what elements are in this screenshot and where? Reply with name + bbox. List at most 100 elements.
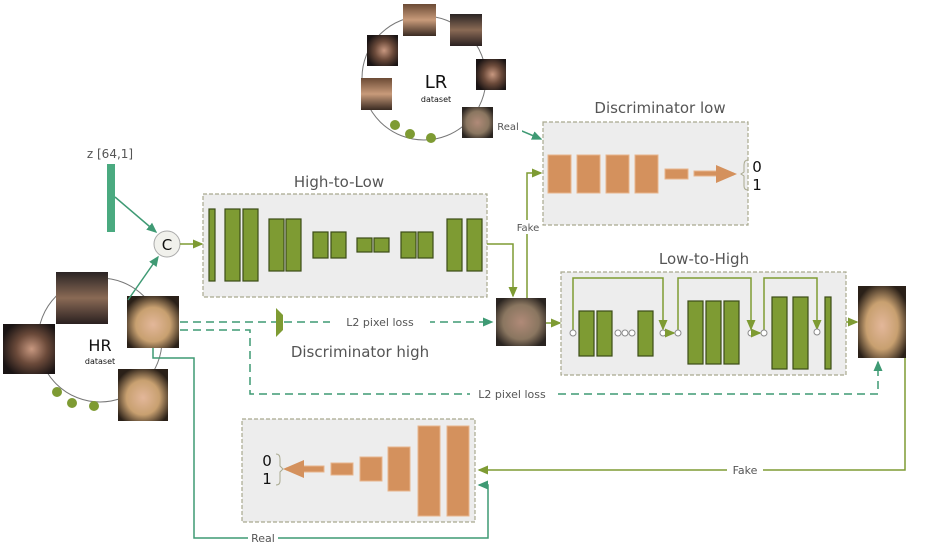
conv-block (446, 218, 463, 272)
fake-low-label: Fake (517, 223, 540, 234)
hr-face-image[interactable] (56, 272, 108, 324)
lr-face-image[interactable] (462, 107, 493, 138)
residual-node (760, 329, 768, 337)
conv-block (417, 231, 434, 259)
hr-face-image[interactable] (127, 296, 179, 348)
ellipsis-node (614, 329, 622, 337)
ellipsis-dot (52, 387, 62, 397)
real-high-link (152, 348, 489, 539)
conv-block (387, 446, 411, 492)
hr-dataset-title: HR (88, 336, 111, 355)
l2-loss-low-label: L2 pixel loss (346, 316, 414, 329)
conv-block (373, 237, 390, 253)
residual-node (569, 329, 577, 337)
hr-face-image[interactable] (3, 324, 55, 374)
high-to-low-title: High-to-Low (294, 173, 384, 191)
skip-connection (763, 277, 822, 333)
discriminator-high-icon[interactable] (276, 308, 283, 337)
conv-block (705, 300, 722, 365)
lr-dataset-title: LR (425, 72, 448, 93)
conv-block (578, 310, 595, 357)
conv-block (723, 300, 740, 365)
discriminator-high-out-0: 0 (262, 452, 272, 470)
conv-block (605, 154, 630, 194)
fake-high-label-bg (727, 463, 763, 477)
conv-block (466, 218, 483, 272)
conv-block (400, 231, 417, 259)
l2-loss-high-label-bg (470, 387, 555, 401)
conv-block (224, 208, 241, 282)
conv-block (634, 154, 659, 194)
sum-node (813, 328, 821, 336)
discriminator-low-title: Discriminator low (594, 99, 725, 117)
l2-loss-high-link (180, 329, 883, 395)
real-low-label-bg (494, 119, 522, 133)
ellipsis-dot (390, 120, 400, 130)
lr-face-image[interactable] (450, 14, 482, 46)
conv-block (792, 296, 809, 370)
fake-high-label: Fake (733, 464, 758, 477)
ellipsis-dot (426, 133, 436, 143)
low-to-high-generator: Low-to-High (560, 250, 847, 376)
fc-block (301, 465, 325, 473)
hr-dataset-subtitle: dataset (85, 357, 115, 366)
output-brace (740, 159, 749, 191)
conv-block (268, 218, 285, 272)
ellipsis-node (628, 329, 636, 337)
conv-block (547, 154, 572, 194)
lr-dataset-subtitle: dataset (421, 95, 451, 104)
noise-to-concat-link (114, 196, 158, 233)
skip-connection (572, 277, 668, 333)
conv-block (576, 154, 601, 194)
real-high-label-bg (248, 531, 278, 545)
fc-block (693, 170, 718, 177)
lr-face-image[interactable] (476, 59, 506, 90)
discriminator-low: Discriminator low 0 1 (542, 99, 762, 226)
conv-block (356, 237, 373, 253)
generated-lr-image[interactable] (496, 298, 546, 346)
sum-node (659, 329, 667, 337)
lr-face-image[interactable] (367, 35, 398, 66)
conv-block (242, 208, 259, 282)
discriminator-low-out-1: 1 (752, 176, 762, 194)
generated-hr-image[interactable] (858, 286, 906, 358)
fc-block (664, 168, 689, 180)
conv-block (417, 425, 441, 517)
ellipsis-dot (405, 129, 415, 139)
fake-high-link (477, 358, 906, 475)
hr-dataset: HR dataset (3, 272, 179, 421)
discriminator-low-out-0: 0 (752, 158, 762, 176)
fake-low-label-bg (514, 220, 542, 234)
conv-block (208, 208, 216, 282)
lr-dataset: LR dataset (361, 4, 506, 143)
high-to-low-output-link (487, 243, 518, 298)
real-low-label: Real (497, 122, 519, 133)
conv-block (596, 310, 613, 357)
residual-node (674, 329, 682, 337)
lr-face-image[interactable] (403, 4, 436, 36)
noise-vector (107, 164, 115, 232)
sum-node (747, 329, 755, 337)
discriminator-high-label: Discriminator high (291, 343, 429, 361)
conv-block (285, 218, 302, 272)
conv-block (687, 300, 704, 365)
output-brace (275, 453, 284, 486)
ellipsis-dot (67, 398, 77, 408)
conv-block (359, 456, 383, 482)
lr-face-image[interactable] (361, 78, 392, 110)
conv-block (446, 425, 470, 517)
conv-block (312, 231, 329, 259)
ellipsis-dot (89, 401, 99, 411)
discriminator-high: 0 1 (241, 418, 476, 523)
conv-block (330, 231, 347, 259)
noise-input-label: z [64,1] (87, 147, 133, 161)
conv-block (637, 310, 654, 357)
conv-block (824, 296, 832, 370)
fc-block (330, 462, 354, 476)
low-to-high-title: Low-to-High (659, 250, 749, 268)
hr-to-concat-link (127, 255, 159, 301)
hr-face-image[interactable] (118, 369, 168, 421)
conv-block (771, 296, 788, 370)
discriminator-high-out-1: 1 (262, 470, 272, 488)
